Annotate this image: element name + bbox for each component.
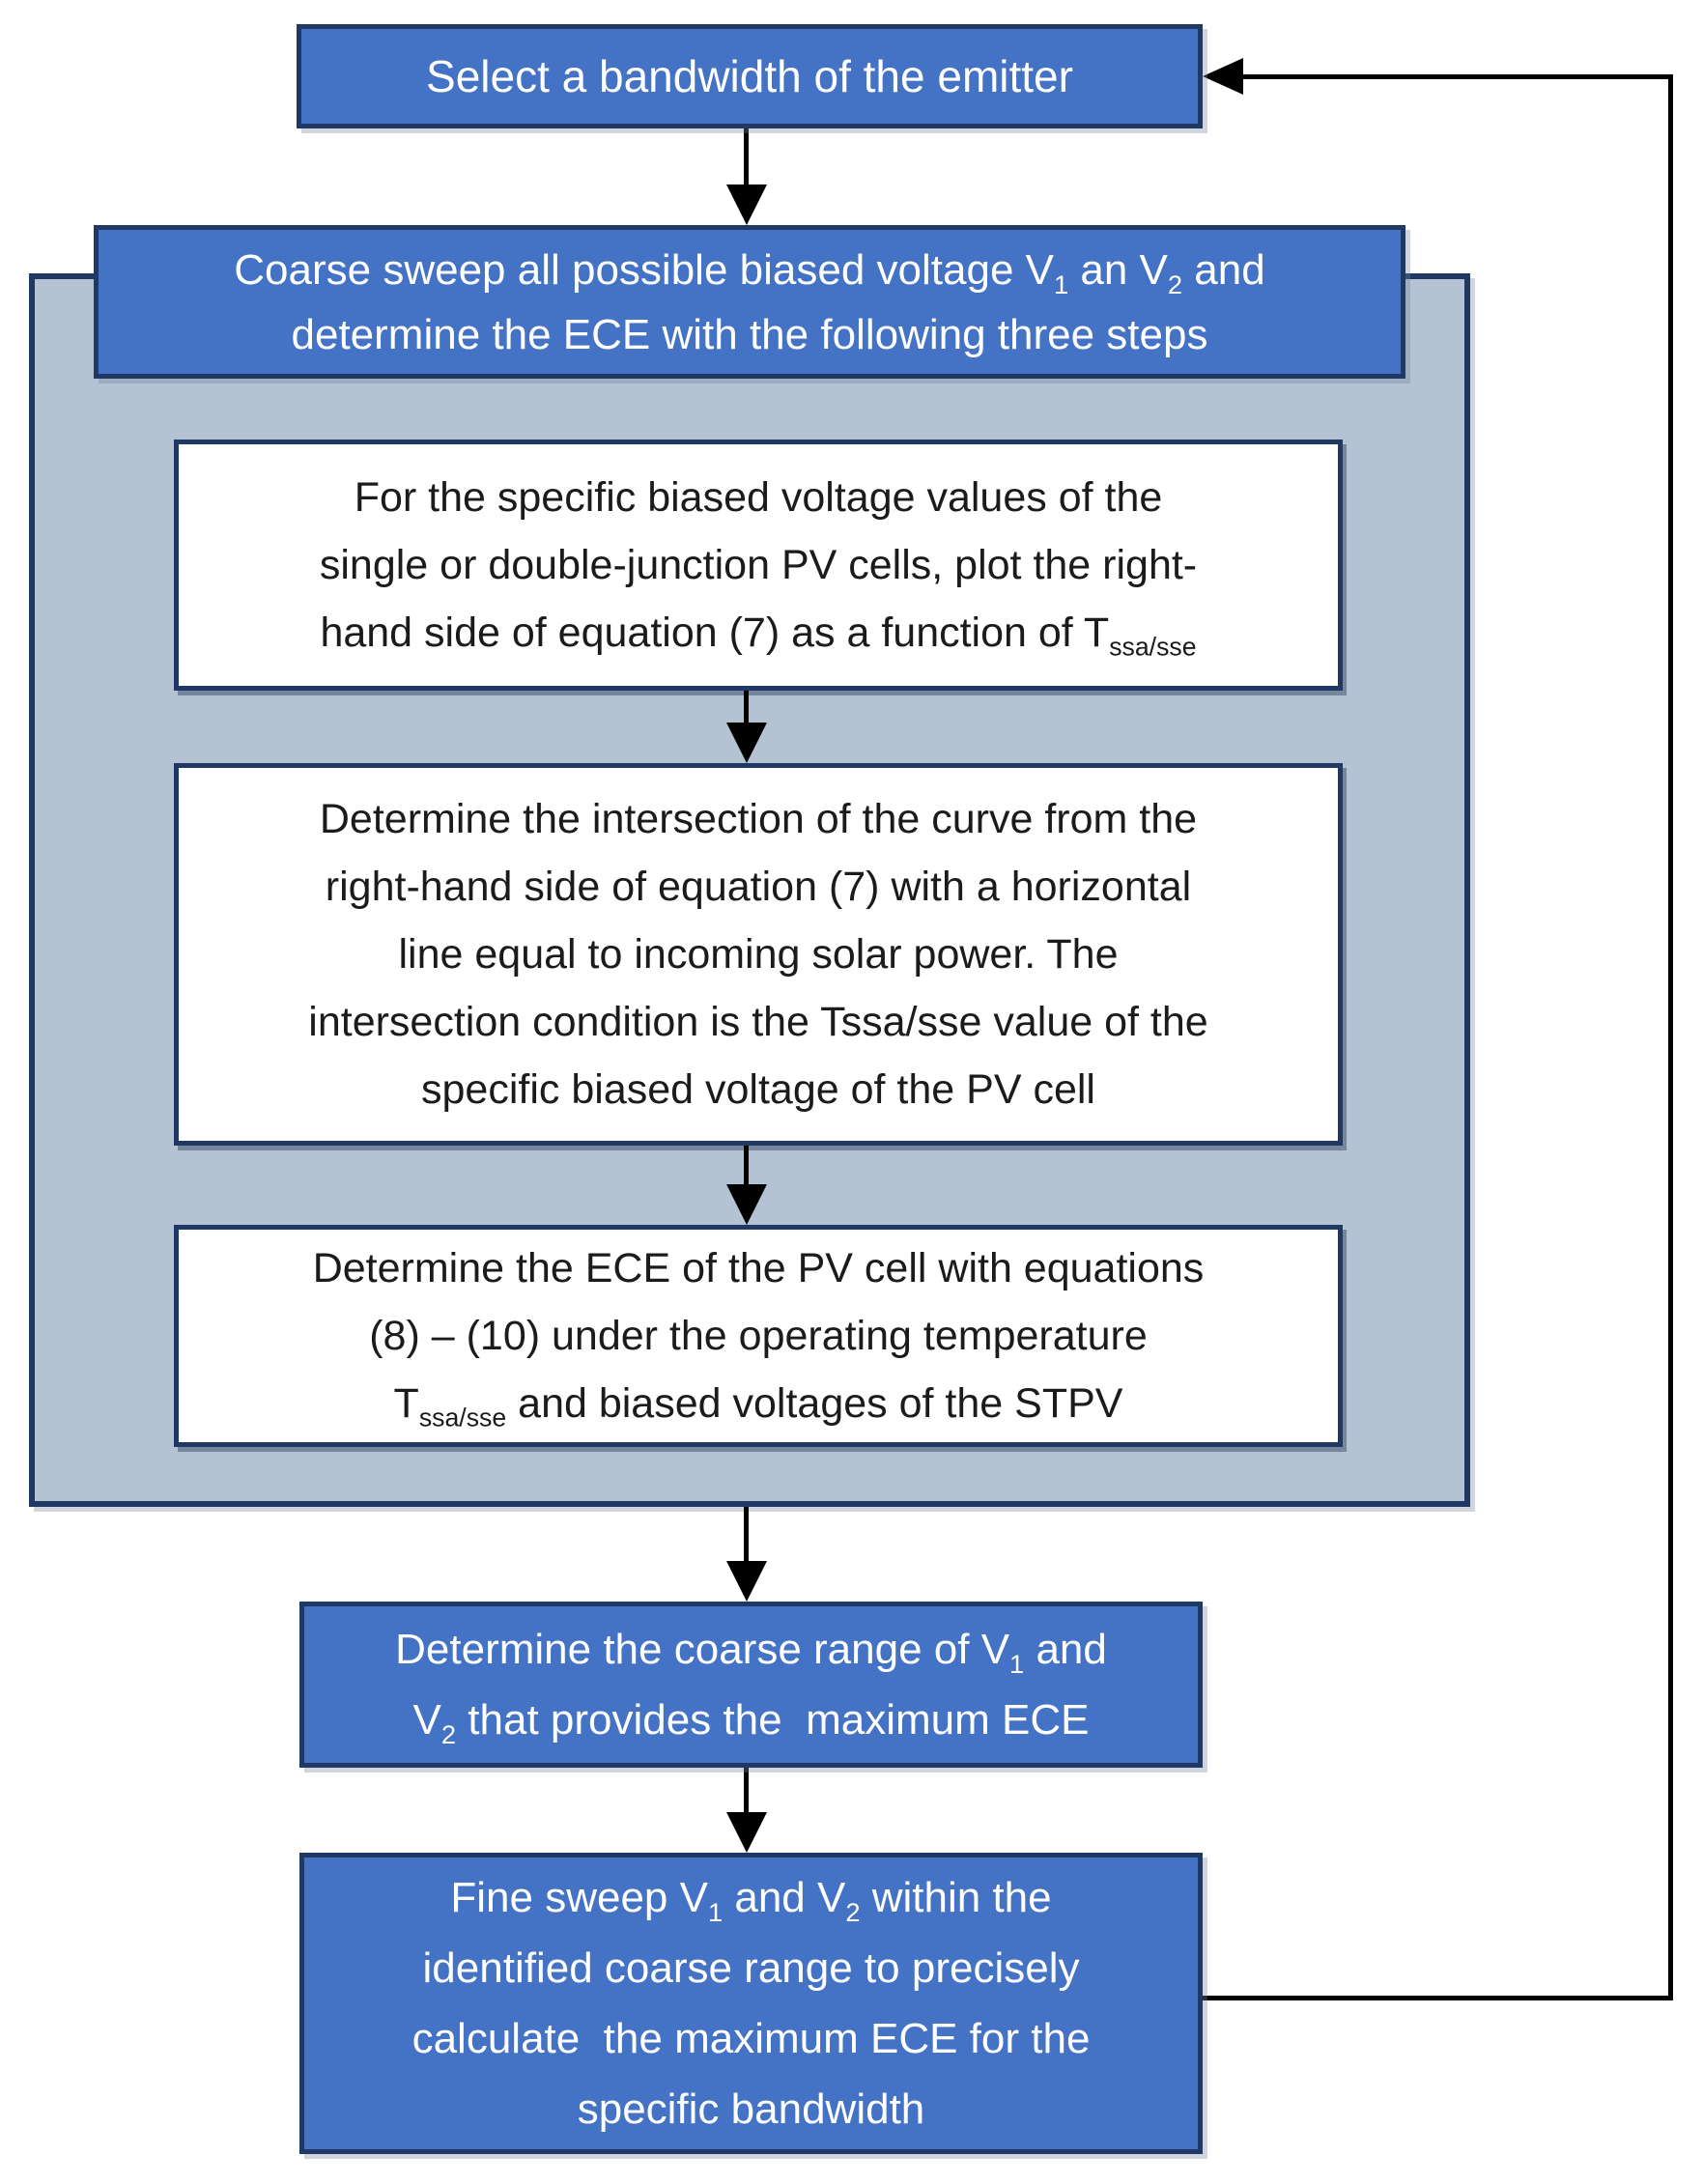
arrow-5-head-icon: [726, 1812, 767, 1853]
arrow-2-head-icon: [726, 723, 767, 763]
box-step-determine-ece-label: Determine the ECE of the PV cell with eq…: [312, 1245, 1205, 1432]
arrow-3-head-icon: [726, 1184, 767, 1225]
box-coarse-sweep-label: Coarse sweep all possible biased voltage…: [234, 245, 1265, 358]
box-step-plot-equation-label: For the specific biased voltage values o…: [319, 474, 1198, 662]
feedback-line-top: [1243, 74, 1673, 79]
arrow-1-head-icon: [726, 184, 767, 225]
arrow-4-line: [744, 1507, 749, 1563]
box-step-determine-ece: Determine the ECE of the PV cell with eq…: [174, 1225, 1343, 1447]
feedback-line-bottom: [1203, 1996, 1668, 2000]
arrow-1-line: [744, 128, 749, 188]
box-coarse-sweep-header: Coarse sweep all possible biased voltage…: [94, 225, 1405, 379]
box-step-intersection-label: Determine the intersection of the curve …: [308, 796, 1208, 1113]
arrow-5-line: [744, 1768, 749, 1814]
feedback-arrowhead-left-icon: [1203, 58, 1243, 95]
arrow-3-line: [744, 1146, 749, 1186]
arrow-2-line: [744, 691, 749, 725]
arrow-4-head-icon: [726, 1561, 767, 1602]
box-select-bandwidth: Select a bandwidth of the emitter: [297, 24, 1203, 128]
box-step-intersection: Determine the intersection of the curve …: [174, 763, 1343, 1146]
feedback-line-right: [1668, 74, 1673, 2000]
box-select-bandwidth-label: Select a bandwidth of the emitter: [426, 51, 1073, 101]
box-step-plot-equation: For the specific biased voltage values o…: [174, 440, 1343, 691]
